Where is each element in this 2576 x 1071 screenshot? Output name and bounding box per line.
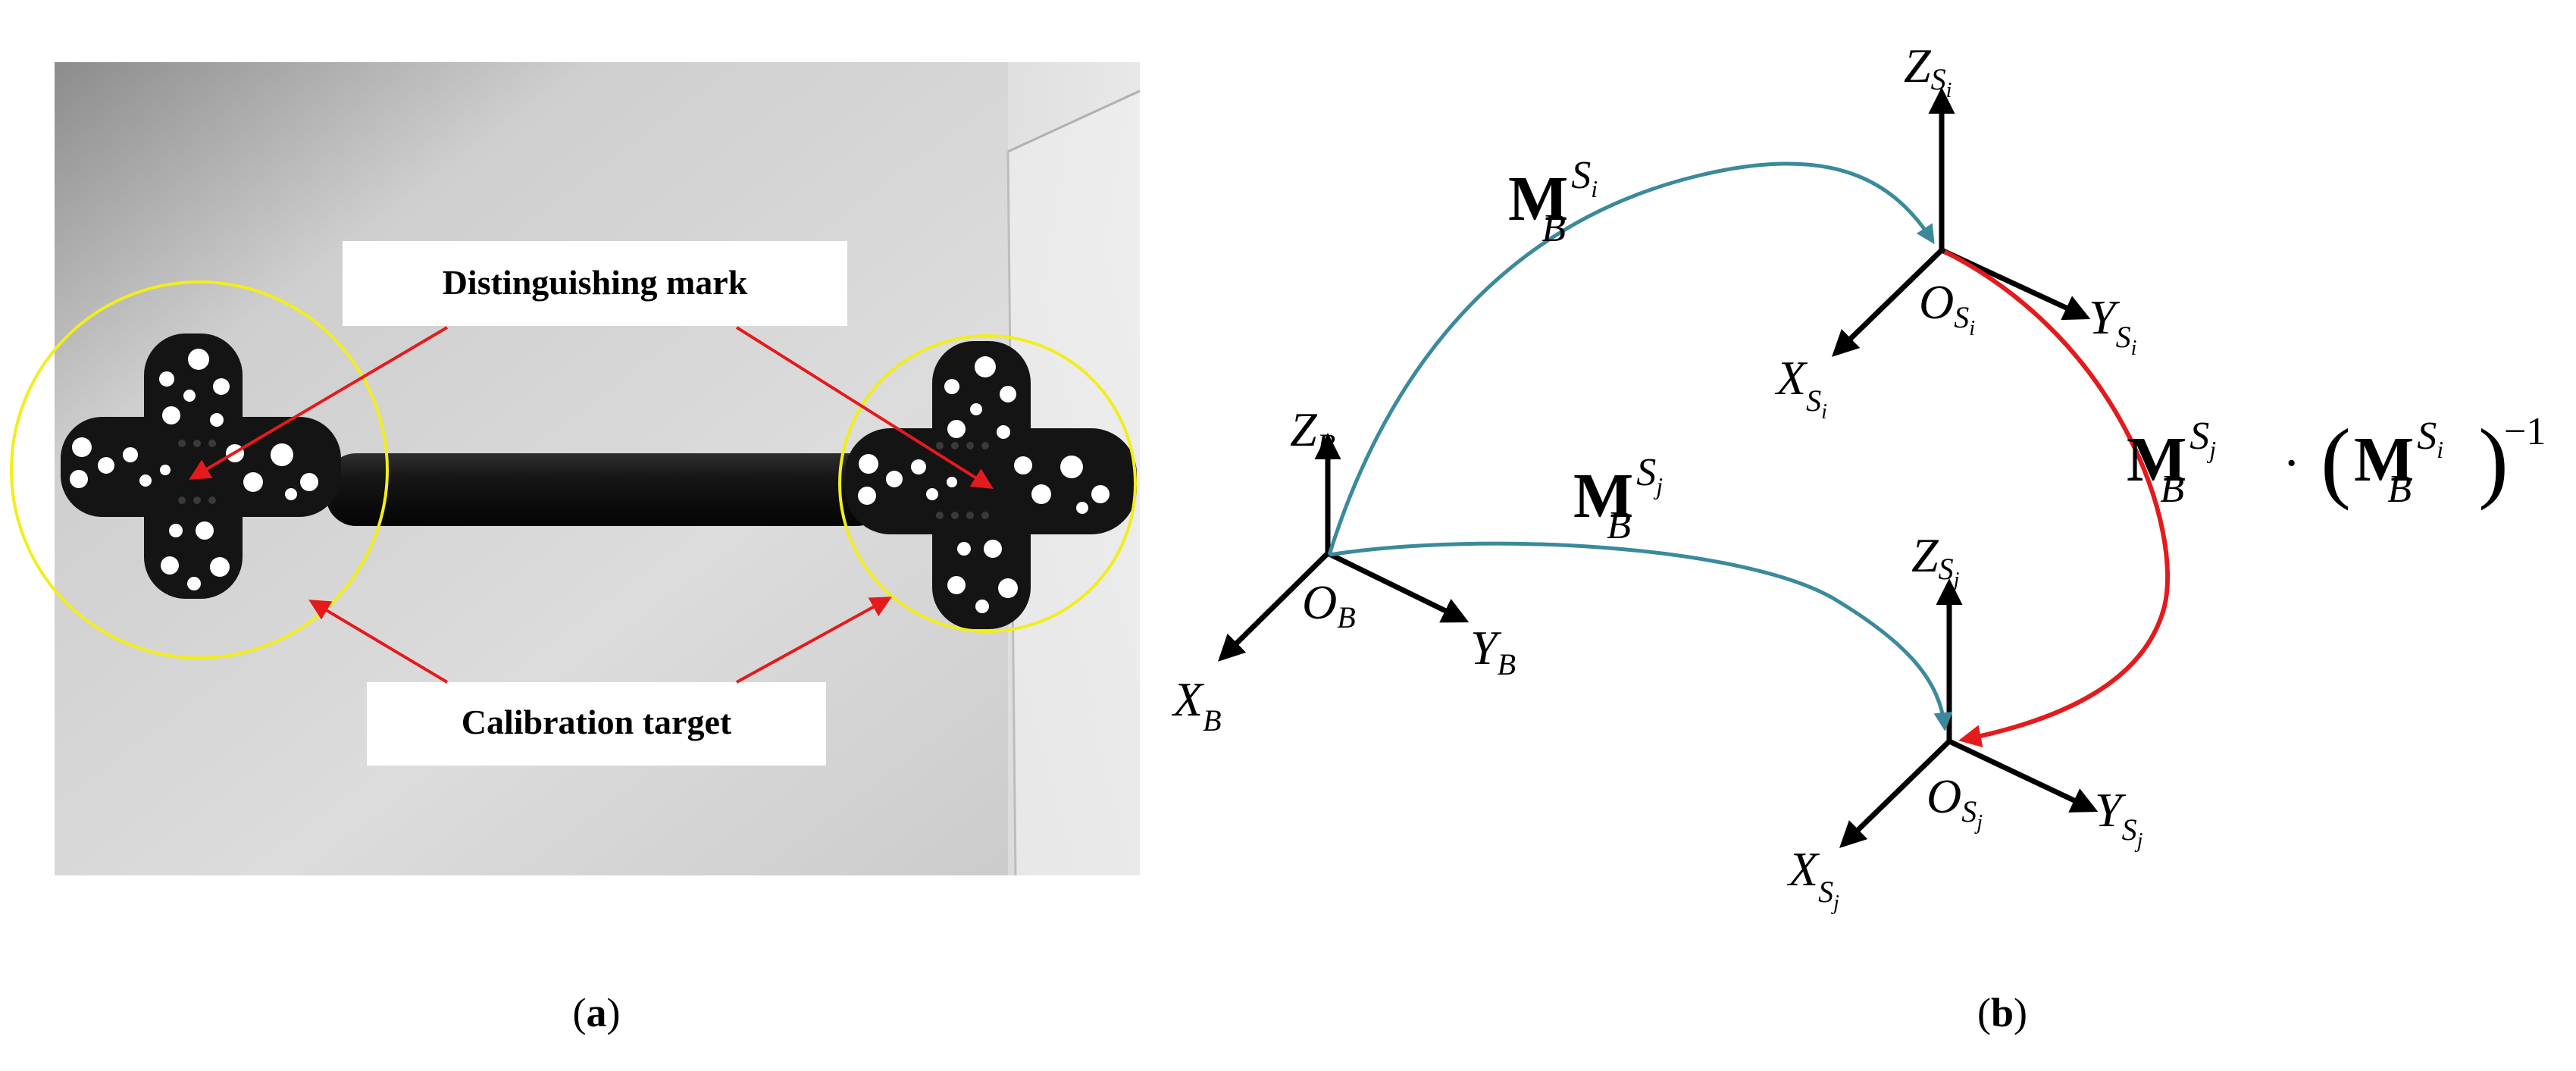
left-target-holes xyxy=(178,440,216,504)
arrow-b-to-sj xyxy=(1329,541,1953,731)
svg-text:): ) xyxy=(2478,410,2509,511)
frame-b-origin-label: OB xyxy=(1302,575,1356,634)
right-target-markers xyxy=(858,356,1110,613)
frame-si-y-label: YSi xyxy=(2089,290,2136,360)
caption-b: (b) xyxy=(1977,990,2027,1035)
distinguishing-mark-label: Distinguishing mark xyxy=(443,263,748,302)
frame-sj-z-label: ZSj xyxy=(1911,528,1960,592)
frame-b-z-label: ZB xyxy=(1290,402,1335,462)
pointer-target-left xyxy=(308,600,449,684)
pointer-target-right xyxy=(736,597,892,684)
distinguishing-mark-box xyxy=(343,241,847,326)
pointer-mark-left xyxy=(189,326,449,480)
panel-a-photo: Distinguishing mark Calibration target xyxy=(10,62,1141,876)
frame-sj-origin-label: OSj xyxy=(1927,769,1983,835)
frame-sj-y-label: YSj xyxy=(2095,783,2143,853)
frame-b-axes xyxy=(1218,433,1470,662)
frame-b-y-label: YB xyxy=(1470,621,1516,681)
frame-si-x-label: XSi xyxy=(1774,351,1827,424)
calibration-rod xyxy=(326,453,887,526)
pointer-mark-right xyxy=(735,326,994,489)
svg-text:(: ( xyxy=(2321,410,2351,511)
calibration-target-label: Calibration target xyxy=(462,703,732,741)
frame-sj-x-label: XSj xyxy=(1786,842,1839,915)
right-target-holes xyxy=(936,442,989,519)
right-highlight-circle xyxy=(838,334,1137,633)
panel-b-diagram: ZB OB YB XB ZSi OSi YSi XSi ZSj OSj YSj … xyxy=(1171,39,2546,915)
left-highlight-circle xyxy=(10,280,389,659)
calibration-target-box xyxy=(367,682,826,766)
caption-a: (a) xyxy=(573,990,621,1035)
frame-b-x-label: XB xyxy=(1171,672,1222,737)
left-target-markers xyxy=(70,349,318,590)
frame-si-z-label: ZSi xyxy=(1904,39,1952,102)
arrow-b-to-si xyxy=(1327,161,1935,556)
arrow-si-to-sj xyxy=(1943,249,2171,747)
frame-si-origin-label: OSi xyxy=(1919,275,1975,340)
svg-text:−1: −1 xyxy=(2504,410,2546,453)
svg-text:·: · xyxy=(2283,434,2300,493)
